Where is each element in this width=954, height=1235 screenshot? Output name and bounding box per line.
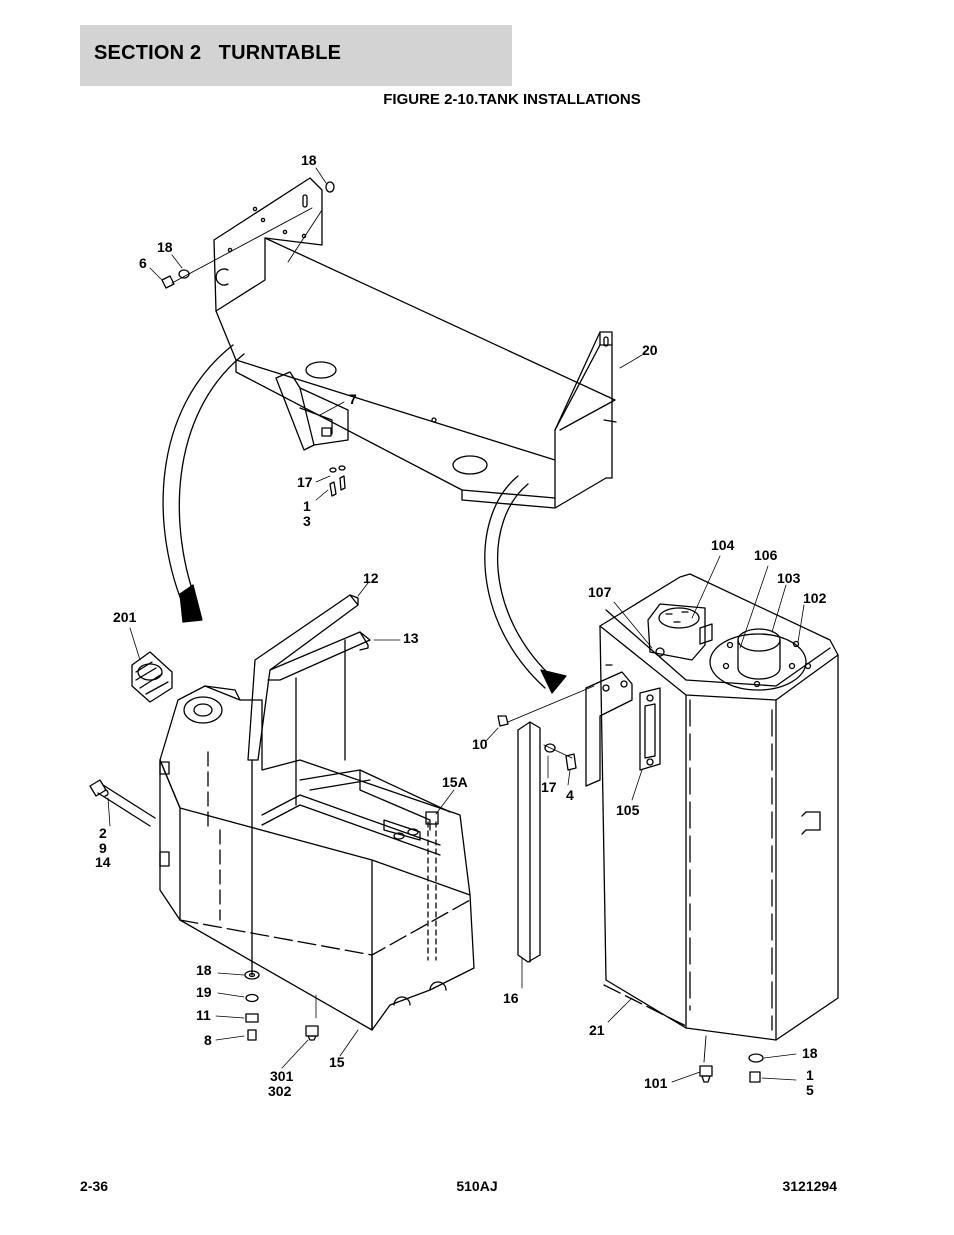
callout-15: 15 bbox=[329, 1054, 345, 1070]
filler-cap bbox=[131, 651, 173, 703]
callout-6: 6 bbox=[139, 255, 147, 271]
callout-11: 11 bbox=[196, 1007, 211, 1023]
section-header: SECTION 2 TURNTABLE bbox=[80, 25, 512, 86]
mounting-tray bbox=[171, 177, 617, 509]
figure-title: FIGURE 2-10.TANK INSTALLATIONS bbox=[383, 91, 641, 108]
callout-19: 19 bbox=[196, 984, 212, 1000]
callout-302: 302 bbox=[268, 1083, 292, 1099]
callout-13: 13 bbox=[403, 630, 419, 646]
install-arrow-left bbox=[162, 344, 245, 623]
callout-18: 18 bbox=[301, 152, 317, 168]
footer-page-number: 2-36 bbox=[80, 1178, 109, 1194]
callout-4: 4 bbox=[566, 787, 574, 803]
callout-1: 1 bbox=[806, 1067, 814, 1083]
callout-101: 101 bbox=[644, 1075, 668, 1091]
callout-105: 105 bbox=[616, 802, 640, 818]
callout-17: 17 bbox=[541, 779, 557, 795]
leader-lines bbox=[107, 167, 805, 1083]
callout-103: 103 bbox=[777, 570, 801, 586]
callout-107: 107 bbox=[588, 584, 612, 600]
section-title: SECTION 2 TURNTABLE bbox=[94, 42, 342, 64]
callout-21: 21 bbox=[589, 1022, 605, 1038]
callout-201: 201 bbox=[113, 609, 137, 625]
callout-17: 17 bbox=[297, 474, 313, 490]
hydraulic-tank bbox=[159, 685, 475, 1031]
callout-18: 18 bbox=[157, 239, 173, 255]
callout-labels: 18 18 6 20 7 17 1 3 12 13 201 2 9 14 15A… bbox=[95, 152, 827, 1099]
callout-102: 102 bbox=[803, 590, 827, 606]
callout-15A: 15A bbox=[442, 774, 468, 790]
callout-14: 14 bbox=[95, 854, 111, 870]
callout-3: 3 bbox=[303, 513, 311, 529]
callout-1: 1 bbox=[303, 498, 311, 514]
top-hardware bbox=[161, 181, 346, 497]
callout-20: 20 bbox=[642, 342, 658, 358]
callout-12: 12 bbox=[363, 570, 379, 586]
footer-doc-number: 3121294 bbox=[782, 1178, 837, 1194]
callout-9: 9 bbox=[99, 840, 107, 856]
tank-straps bbox=[247, 594, 371, 976]
callout-106: 106 bbox=[754, 547, 778, 563]
callout-2: 2 bbox=[99, 825, 107, 841]
footer-model: 510AJ bbox=[456, 1178, 498, 1194]
fuel-tank bbox=[585, 573, 839, 1041]
return-fitting bbox=[89, 779, 156, 827]
callout-10: 10 bbox=[472, 736, 488, 752]
callout-8: 8 bbox=[204, 1032, 212, 1048]
callout-7: 7 bbox=[349, 391, 357, 407]
fuel-drain-hardware bbox=[699, 1035, 764, 1083]
callout-16: 16 bbox=[503, 990, 519, 1006]
callout-104: 104 bbox=[711, 537, 735, 553]
install-arrow-right bbox=[484, 475, 567, 694]
callout-5: 5 bbox=[806, 1082, 814, 1098]
callout-301: 301 bbox=[270, 1068, 294, 1084]
callout-18: 18 bbox=[196, 962, 212, 978]
fuel-tank-strap bbox=[497, 685, 595, 963]
callout-18: 18 bbox=[802, 1045, 818, 1061]
drain-hardware bbox=[244, 970, 319, 1041]
